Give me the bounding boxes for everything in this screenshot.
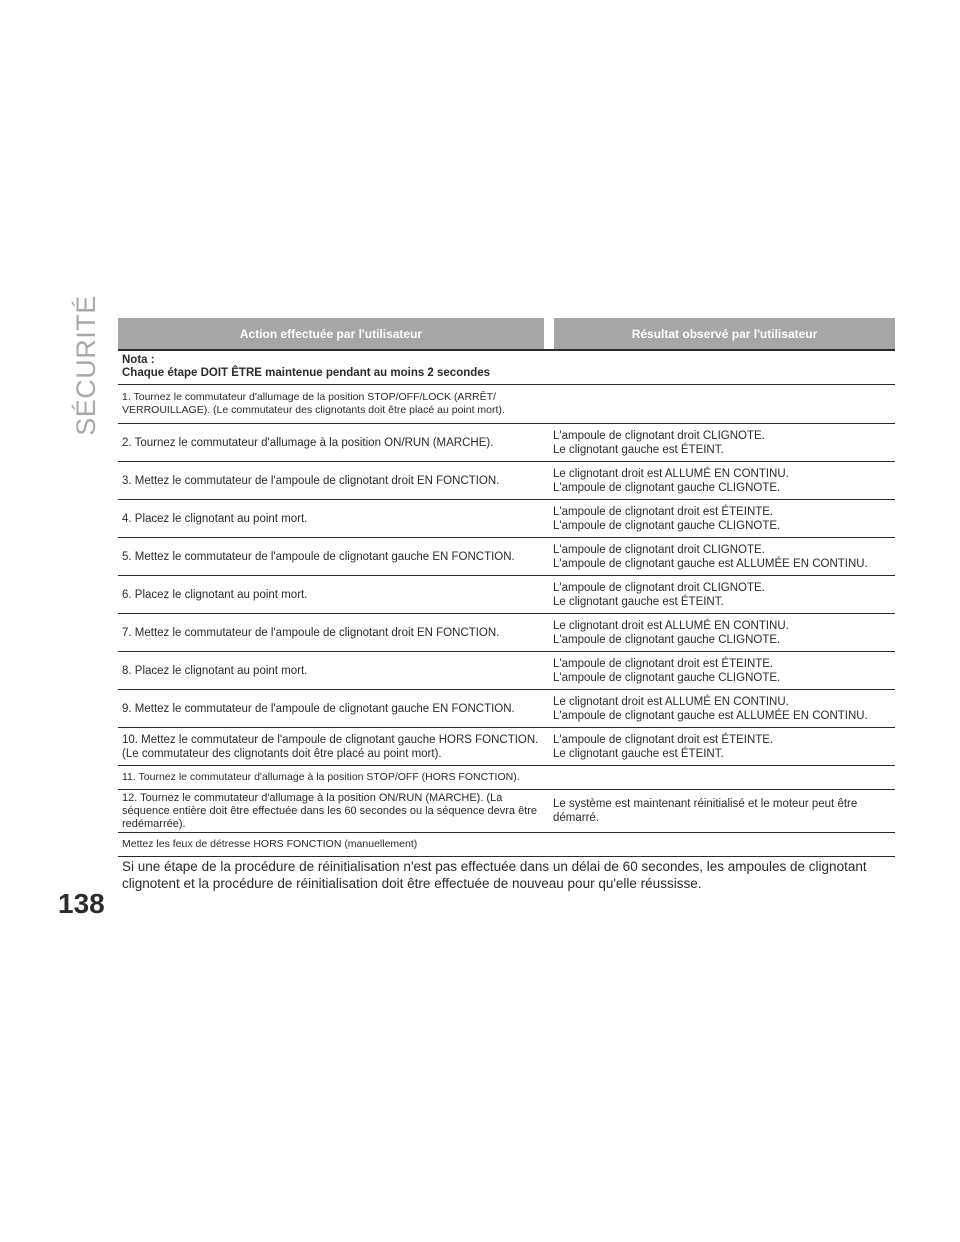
header-gap <box>544 318 554 349</box>
row-result: L'ampoule de clignotant droit est ÉTEINT… <box>553 733 774 760</box>
row-result: Le clignotant droit est ALLUMÉ EN CONTIN… <box>553 467 789 494</box>
table-row: 9. Mettez le commutateur de l'ampoule de… <box>118 690 895 728</box>
note-title: Nota : <box>122 354 155 366</box>
row-result: Le clignotant droit est ALLUMÉ EN CONTIN… <box>553 619 789 646</box>
row-result: L'ampoule de clignotant droit est ÉTEINT… <box>553 505 781 532</box>
row-action: 1. Tournez le commutateur d'allumage de … <box>122 391 505 416</box>
note-text: Chaque étape DOIT ÊTRE maintenue pendant… <box>122 367 491 379</box>
row-action: 8. Placez le clignotant au point mort. <box>122 664 308 677</box>
row-result: L'ampoule de clignotant droit est ÉTEINT… <box>553 657 781 684</box>
table-row: 1. Tournez le commutateur d'allumage de … <box>118 385 895 424</box>
table-row: 12. Tournez le commutateur d'allumage à … <box>118 790 895 833</box>
row-action: 9. Mettez le commutateur de l'ampoule de… <box>122 702 515 715</box>
table-row: 4. Placez le clignotant au point mort. L… <box>118 500 895 538</box>
section-tab-label: SÉCURITÉ <box>70 294 101 436</box>
footer-paragraph: Si une étape de la procédure de réinitia… <box>122 859 867 891</box>
note-block: Nota : Chaque étape DOIT ÊTRE maintenue … <box>118 351 895 385</box>
row-action: 2. Tournez le commutateur d'allumage à l… <box>122 436 494 449</box>
row-action: 11. Tournez le commutateur d'allumage à … <box>122 771 520 783</box>
table-row: 11. Tournez le commutateur d'allumage à … <box>118 766 895 790</box>
section-tab: SÉCURITÉ <box>66 295 106 436</box>
row-result: L'ampoule de clignotant droit CLIGNOTE. … <box>553 429 765 456</box>
table-row: 2. Tournez le commutateur d'allumage à l… <box>118 424 895 462</box>
header-result: Résultat observé par l'utilisateur <box>554 318 895 349</box>
row-result: L'ampoule de clignotant droit CLIGNOTE. … <box>553 543 868 570</box>
table-header: Action effectuée par l'utilisateur Résul… <box>118 318 895 351</box>
table-row: 3. Mettez le commutateur de l'ampoule de… <box>118 462 895 500</box>
row-result: L'ampoule de clignotant droit CLIGNOTE. … <box>553 581 765 608</box>
row-action: 7. Mettez le commutateur de l'ampoule de… <box>122 626 500 639</box>
table-row: 10. Mettez le commutateur de l'ampoule d… <box>118 728 895 766</box>
page-number: 138 <box>58 888 105 919</box>
row-action: 5. Mettez le commutateur de l'ampoule de… <box>122 550 515 563</box>
row-action: 6. Placez le clignotant au point mort. <box>122 588 308 601</box>
row-action: 3. Mettez le commutateur de l'ampoule de… <box>122 474 500 487</box>
procedure-table: Action effectuée par l'utilisateur Résul… <box>118 318 895 892</box>
header-action: Action effectuée par l'utilisateur <box>118 318 544 349</box>
row-action: 10. Mettez le commutateur de l'ampoule d… <box>122 733 539 760</box>
row-action: 4. Placez le clignotant au point mort. <box>122 512 308 525</box>
row-action: Mettez les feux de détresse HORS FONCTIO… <box>122 838 418 850</box>
table-row: 8. Placez le clignotant au point mort. L… <box>118 652 895 690</box>
row-result: Le clignotant droit est ALLUMÉ EN CONTIN… <box>553 695 868 722</box>
table-row: 6. Placez le clignotant au point mort. L… <box>118 576 895 614</box>
row-action: 12. Tournez le commutateur d'allumage à … <box>122 791 538 830</box>
table-row: 7. Mettez le commutateur de l'ampoule de… <box>118 614 895 652</box>
table-row: 5. Mettez le commutateur de l'ampoule de… <box>118 538 895 576</box>
row-result: Le système est maintenant réinitialisé e… <box>553 798 858 824</box>
table-row: Mettez les feux de détresse HORS FONCTIO… <box>118 833 895 857</box>
